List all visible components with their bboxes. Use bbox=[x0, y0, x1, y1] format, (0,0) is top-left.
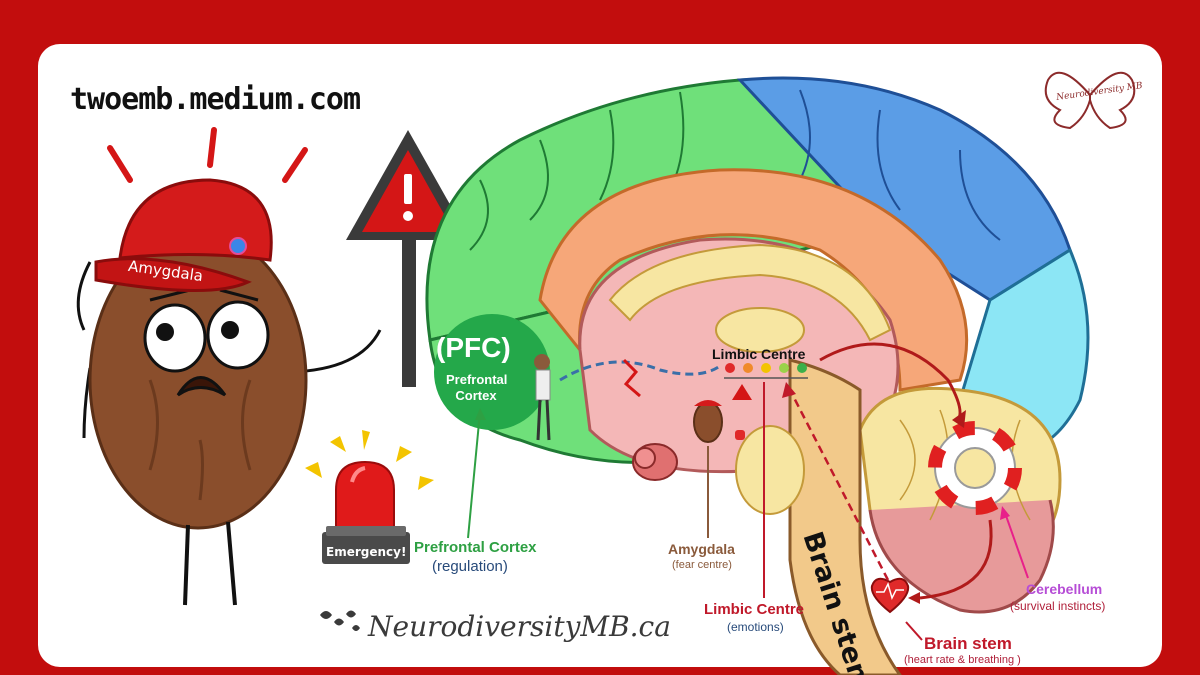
worried-mouth bbox=[176, 376, 227, 397]
callout-limbic-sub: (emotions) bbox=[727, 620, 784, 634]
callout-stem-sub: (heart rate & breathing ) bbox=[904, 654, 1021, 666]
butterfly-icon bbox=[320, 610, 360, 631]
brand-wordmark: NeurodiversityMB.ca bbox=[368, 610, 671, 643]
emoji-scale-icon bbox=[724, 363, 808, 379]
callout-pfc-title: Prefrontal Cortex bbox=[414, 539, 537, 556]
life-ring-icon bbox=[928, 421, 1022, 515]
left-eye bbox=[143, 303, 207, 373]
callout-pfc-sub: (regulation) bbox=[432, 558, 508, 575]
callout-lines bbox=[467, 382, 1029, 641]
person-figure bbox=[534, 354, 551, 441]
callout-amygdala-title: Amygdala bbox=[668, 541, 735, 557]
callout-amygdala-sub: (fear centre) bbox=[672, 559, 732, 571]
warning-sign-icon bbox=[346, 130, 470, 387]
callout-stem-title: Brain stem bbox=[924, 634, 1012, 653]
site-url: twoemb.medium.com bbox=[70, 82, 361, 117]
pfc-abbreviation: (PFC) bbox=[436, 332, 511, 363]
brain-illustration bbox=[425, 76, 1090, 675]
callout-cerebellum-title: Cerebellum bbox=[1026, 581, 1103, 597]
corner-logo-icon bbox=[1044, 71, 1136, 130]
callout-cerebellum-sub: (survival instincts) bbox=[1010, 599, 1106, 613]
emergency-label: Emergency! bbox=[326, 545, 407, 559]
amygdala-mascot bbox=[76, 178, 382, 606]
heart-icon bbox=[870, 577, 910, 614]
callout-limbic-title: Limbic Centre bbox=[704, 601, 805, 618]
brain-stem bbox=[788, 358, 902, 675]
mini-amygdala bbox=[693, 401, 723, 443]
pfc-circle bbox=[434, 314, 550, 430]
siren-icon bbox=[305, 430, 434, 564]
cingulate-band bbox=[538, 168, 969, 392]
red-cap bbox=[118, 178, 273, 262]
cap-brim bbox=[94, 257, 252, 293]
pfc-circle-name: Prefrontal Cortex bbox=[446, 372, 508, 403]
parietal-lobe bbox=[736, 76, 1072, 302]
alarm-lines bbox=[107, 127, 308, 183]
limbic-tag: Limbic Centre bbox=[712, 346, 806, 362]
right-eye bbox=[206, 300, 270, 370]
